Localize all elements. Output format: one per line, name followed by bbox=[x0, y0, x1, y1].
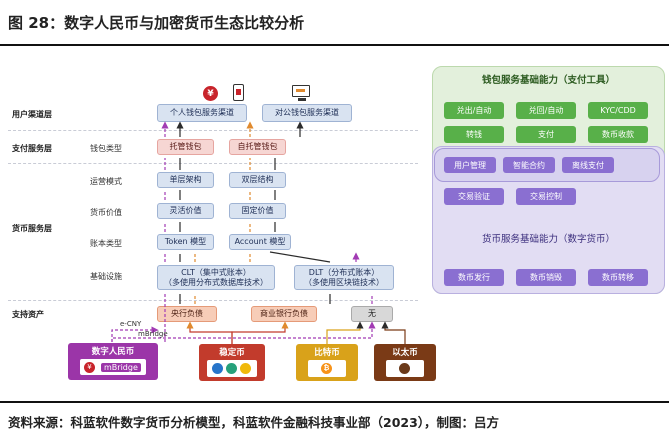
account-model: Account 模型 bbox=[229, 234, 291, 250]
sublabel-currency-value: 货币价值 bbox=[90, 208, 122, 217]
stablecoin-asset-title: 稳定币 bbox=[219, 348, 245, 358]
bitcoin-link bbox=[326, 321, 364, 344]
clt-title: CLT（集中式账本） bbox=[181, 268, 251, 278]
dlt-title: DLT（分布式账本） bbox=[308, 268, 380, 278]
bitcoin-coin-box: ₿ bbox=[308, 360, 346, 377]
separator bbox=[8, 130, 418, 131]
bitcoin-asset-card: 比特币 ₿ bbox=[296, 344, 358, 381]
sublabel-ledger-type: 账本类型 bbox=[90, 239, 122, 248]
mbridge-path bbox=[356, 256, 373, 304]
layer-payment-service: 支付服务层 bbox=[12, 144, 52, 153]
clt-note: （多使用分布式数据库技术） bbox=[164, 277, 268, 287]
sublabel-wallet-type: 钱包类型 bbox=[90, 144, 122, 153]
move-button: 数币转移 bbox=[588, 269, 648, 286]
ether-coin-icon bbox=[399, 363, 410, 374]
ecny-asset-card: 数字人民币 ¥ mBridge bbox=[68, 343, 158, 380]
stablecoin-link bbox=[231, 321, 289, 344]
ecny-chip: ¥ mBridge bbox=[80, 359, 146, 375]
dlt-note: （多使用区块链技术） bbox=[304, 277, 384, 287]
self-custody-wallet: 自托管钱包 bbox=[229, 139, 286, 155]
smart-contract-button: 智能合约 bbox=[503, 157, 555, 173]
corporate-wallet-channel: 对公钱包服务渠道 bbox=[262, 104, 352, 122]
issue-button: 数币发行 bbox=[444, 269, 504, 286]
layer-user-channel: 用户渠道层 bbox=[12, 110, 52, 119]
usdt-coin-icon bbox=[226, 363, 237, 374]
mbridge-link-label: mBridge bbox=[138, 330, 168, 338]
source-note: 资料来源：科蓝软件数字货币分析模型，科蓝软件金融科技事业部（2023），制图：吕… bbox=[8, 415, 500, 430]
computer-stand-icon bbox=[298, 98, 306, 101]
kyc-cdd-button: KYC/CDD bbox=[588, 102, 648, 119]
transfer-button: 转钱 bbox=[444, 126, 504, 143]
crypto-path bbox=[269, 125, 331, 304]
sublabel-operation-mode: 运营模式 bbox=[90, 177, 122, 186]
ether-coin-box bbox=[386, 360, 424, 377]
fixed-value: 固定价值 bbox=[229, 203, 286, 219]
title-rule bbox=[0, 44, 669, 46]
mbridge-chip-label: mBridge bbox=[101, 362, 141, 372]
bitcoin-asset-title: 比特币 bbox=[314, 348, 340, 358]
custodial-wallet: 托管钱包 bbox=[157, 139, 214, 155]
mobile-phone-icon bbox=[233, 84, 244, 101]
ecny-link-label: e-CNY bbox=[120, 320, 142, 328]
separator bbox=[8, 300, 418, 301]
yuan-coin-icon: ¥ bbox=[84, 361, 95, 373]
ecny-link bbox=[111, 326, 159, 342]
currency-panel-title: 货币服务基础能力（数字货币） bbox=[481, 234, 615, 245]
ether-asset-title: 以太币 bbox=[392, 348, 418, 358]
separator bbox=[8, 163, 418, 164]
stablecoin-path bbox=[194, 125, 250, 304]
layer-currency-service: 货币服务层 bbox=[12, 224, 52, 233]
busd-coin-icon bbox=[240, 363, 251, 374]
receive-button: 数币收款 bbox=[588, 126, 648, 143]
pay-button: 支付 bbox=[516, 126, 576, 143]
no-backing: 无 bbox=[351, 306, 393, 322]
transaction-control-button: 交易控制 bbox=[516, 188, 576, 205]
wallet-panel-title: 钱包服务基础能力（支付工具） bbox=[481, 75, 615, 86]
ether-link bbox=[381, 321, 406, 344]
ecny-asset-title: 数字人民币 bbox=[91, 347, 135, 357]
ether-asset-card: 以太币 bbox=[374, 344, 436, 381]
mbridge-link bbox=[111, 321, 376, 342]
dlt-ledger: DLT（分布式账本） （多使用区块链技术） bbox=[294, 265, 394, 290]
stablecoin-coins bbox=[207, 360, 257, 377]
clt-ledger: CLT（集中式账本） （多使用分布式数据库技术） bbox=[157, 265, 275, 290]
cash-out-button: 兑出/自动 bbox=[444, 102, 504, 119]
offline-payment-button: 离线支付 bbox=[562, 157, 614, 173]
usdc-coin-icon bbox=[212, 363, 223, 374]
yuan-icon: ¥ bbox=[203, 86, 218, 101]
transaction-verify-button: 交易验证 bbox=[444, 188, 504, 205]
two-tier-structure: 双层结构 bbox=[229, 172, 286, 188]
personal-wallet-channel: 个人钱包服务渠道 bbox=[157, 104, 247, 122]
stablecoin-link-2 bbox=[186, 321, 233, 344]
bitcoin-coin-icon: ₿ bbox=[321, 363, 332, 374]
layer-support-assets: 支持资产 bbox=[12, 310, 44, 319]
token-model: Token 模型 bbox=[157, 234, 214, 250]
stablecoin-asset-card: 稳定币 bbox=[199, 344, 265, 381]
single-tier-architecture: 单层架构 bbox=[157, 172, 214, 188]
cash-back-button: 兑回/自动 bbox=[516, 102, 576, 119]
sublabel-infrastructure: 基础设施 bbox=[90, 272, 122, 281]
computer-icon bbox=[292, 85, 310, 97]
user-management-button: 用户管理 bbox=[444, 157, 496, 173]
destroy-button: 数币销毁 bbox=[516, 269, 576, 286]
flexible-value: 灵活价值 bbox=[157, 203, 214, 219]
figure-title: 图 28：数字人民币与加密货币生态比较分析 bbox=[8, 14, 305, 32]
footer-rule bbox=[0, 401, 669, 403]
